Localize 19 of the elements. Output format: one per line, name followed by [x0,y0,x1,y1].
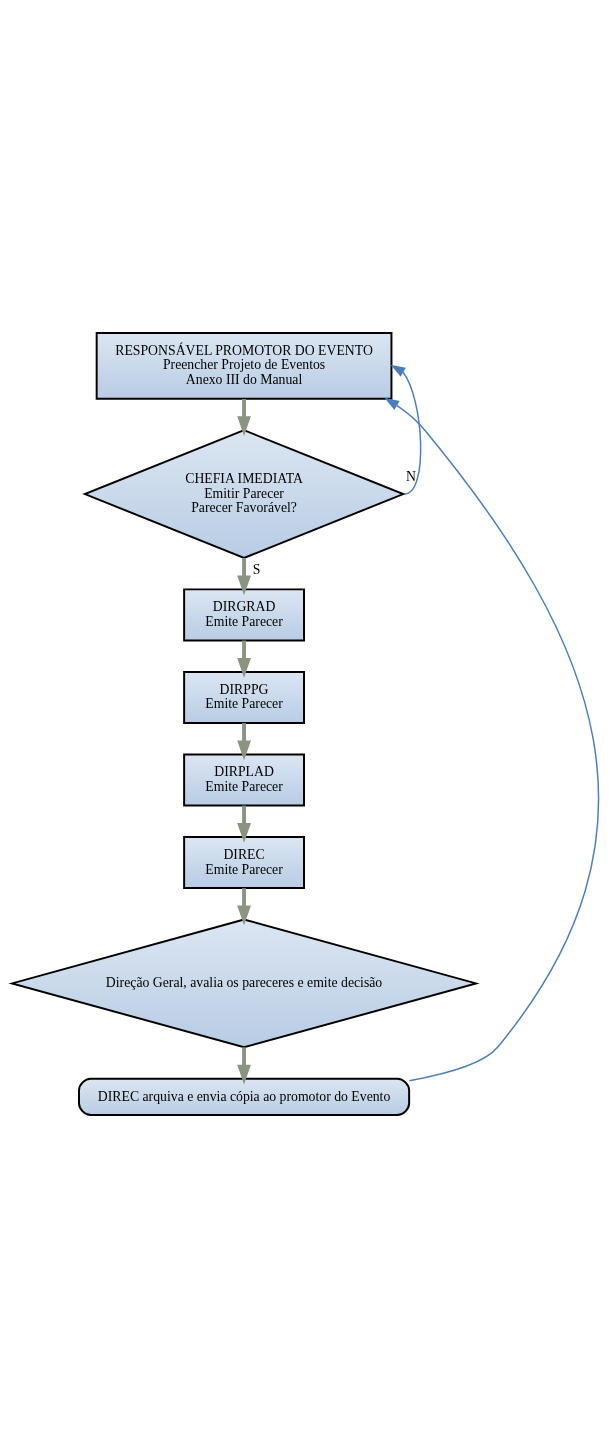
arrow [237,887,251,925]
arrow [237,722,251,760]
node-box: DIRPPG Emite Parecer [183,670,305,724]
arrow [237,805,251,843]
arrow [237,398,251,436]
node-box: RESPONSÁVEL PROMOTOR DO EVENTO Preencher Projeto de Eventos Anexo III do Manual [95,331,393,400]
edge-label: N [406,468,416,484]
node-box: DIRPLAD Emite Parecer [183,752,305,807]
node-box: DIRGRAD Emite Parecer [183,587,305,641]
arrow [384,397,600,1081]
edge-label: S [252,561,261,577]
node-box: DIREC Emite Parecer [183,835,305,889]
arrow [237,557,251,595]
arrow [237,640,251,678]
node-diamond: Direção Geral, avalia os pareceres e emite decisão [8,918,480,1048]
arrow [237,1046,251,1084]
node-diamond: CHEFIA IMEDIATA Emitir Parecer Parecer Favorável? [82,428,406,559]
arrow [390,364,422,495]
node-box: DIREC arquiva e envia cópia ao promotor do Evento [78,1077,411,1116]
